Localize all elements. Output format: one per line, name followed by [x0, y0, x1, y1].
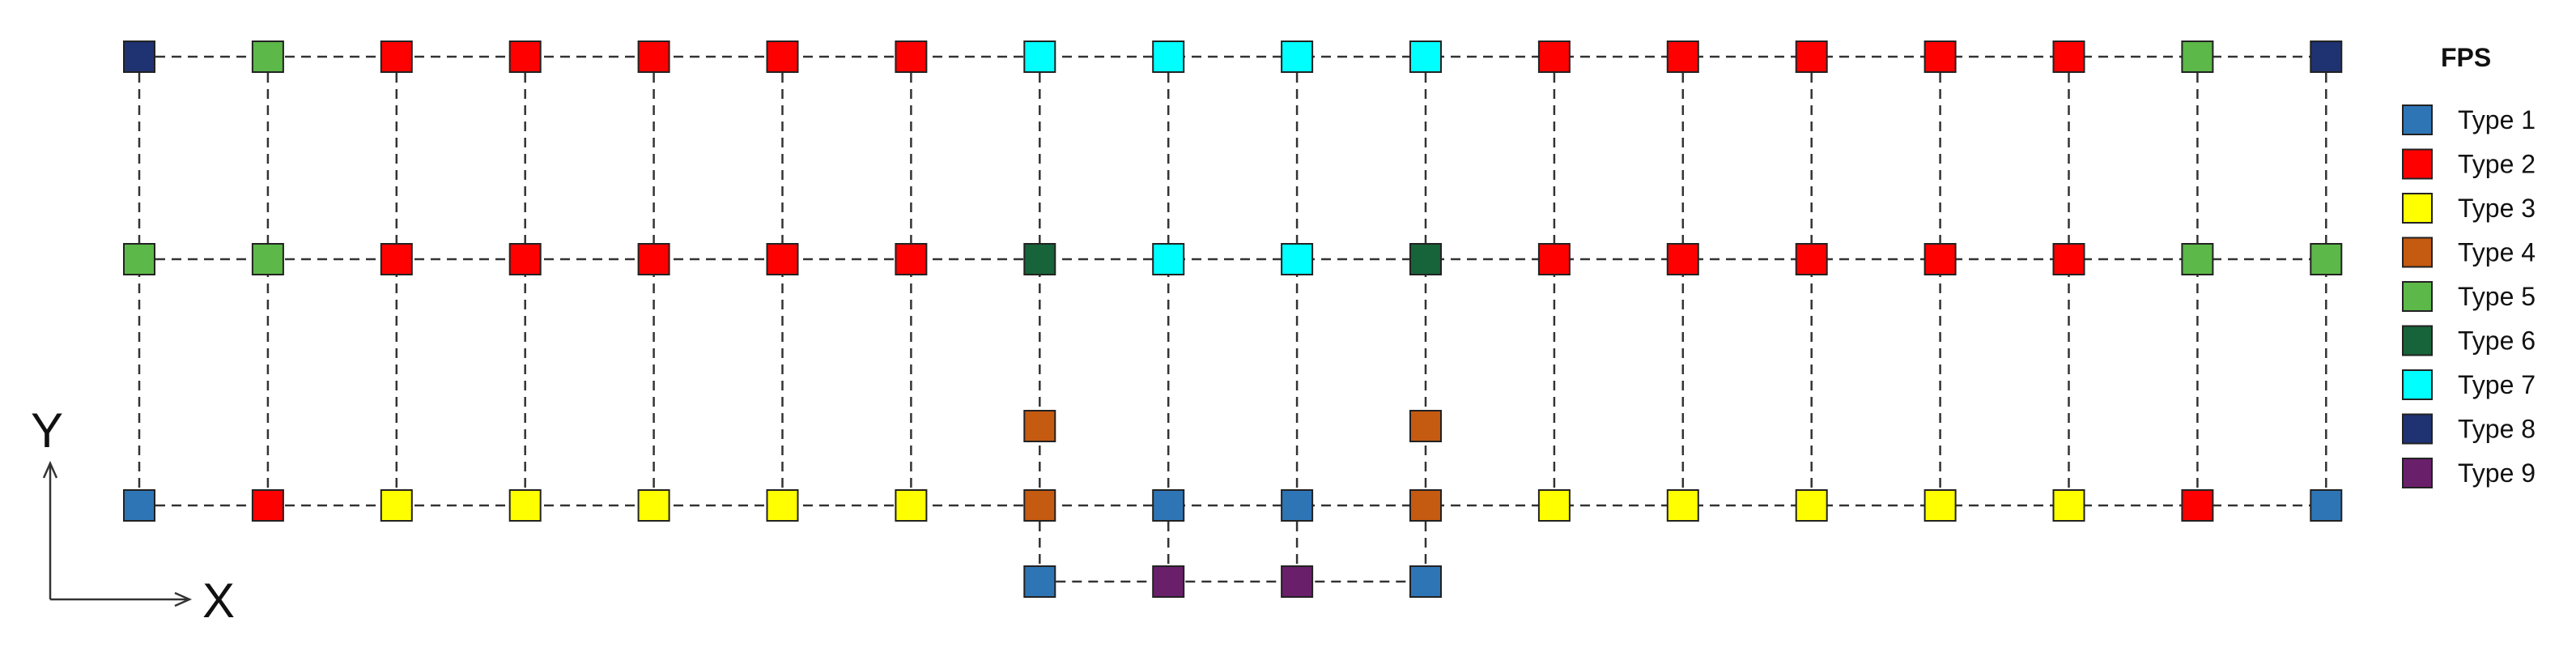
node-type-3 — [380, 489, 413, 522]
node-type-3 — [1666, 489, 1699, 522]
node-type-2 — [508, 243, 542, 275]
node-type-7 — [1281, 243, 1314, 275]
node-type-9 — [1281, 565, 1314, 598]
node-type-5 — [2181, 40, 2214, 73]
node-type-2 — [895, 243, 928, 275]
node-type-2 — [1537, 243, 1571, 275]
legend-swatch-type-7 — [2402, 369, 2433, 400]
node-type-7 — [1152, 243, 1185, 275]
node-type-9 — [1152, 565, 1185, 598]
node-type-2 — [1666, 243, 1699, 275]
legend-label-type-7: Type 7 — [2458, 370, 2536, 399]
legend-label-type-4: Type 4 — [2458, 238, 2536, 267]
node-type-2 — [1923, 40, 1957, 73]
node-type-7 — [1152, 40, 1185, 73]
node-type-5 — [123, 243, 155, 275]
grid-lines — [138, 55, 2327, 583]
legend: FPS Type 1 Type 2 Type 3 Type 4 Type 5 Type 6… — [2402, 43, 2536, 488]
node-type-3 — [1795, 489, 1828, 522]
legend-swatch-type-8 — [2402, 413, 2433, 445]
legend-label-type-9: Type 9 — [2458, 458, 2536, 488]
legend-label-type-3: Type 3 — [2458, 194, 2536, 223]
legend-label-type-6: Type 6 — [2458, 326, 2536, 356]
node-type-7 — [1023, 40, 1056, 73]
node-type-5 — [251, 243, 284, 275]
node-type-6 — [1409, 243, 1442, 275]
node-type-3 — [766, 489, 799, 522]
node-type-2 — [1537, 40, 1571, 73]
x-axis-label: X — [202, 573, 235, 628]
grid-nodes — [123, 40, 2343, 598]
node-type-3 — [637, 489, 670, 522]
legend-swatch-type-3 — [2402, 193, 2433, 224]
node-type-1 — [123, 489, 155, 522]
node-type-2 — [380, 243, 413, 275]
node-type-2 — [637, 243, 670, 275]
node-type-2 — [508, 40, 542, 73]
node-type-1 — [1409, 565, 1442, 598]
legend-swatch-type-1 — [2402, 104, 2433, 135]
legend-label-type-8: Type 8 — [2458, 415, 2536, 444]
node-type-8 — [2310, 40, 2343, 73]
node-type-2 — [251, 489, 284, 522]
node-type-5 — [2310, 243, 2343, 275]
node-type-3 — [895, 489, 928, 522]
node-type-3 — [508, 489, 542, 522]
node-type-5 — [2181, 243, 2214, 275]
node-type-4 — [1023, 410, 1056, 442]
y-axis-label: Y — [31, 403, 63, 458]
legend-label-type-2: Type 2 — [2458, 150, 2536, 179]
node-type-4 — [1409, 489, 1442, 522]
node-type-2 — [1795, 40, 1828, 73]
node-type-1 — [1023, 565, 1056, 598]
legend-label-type-1: Type 1 — [2458, 105, 2536, 134]
x-arrow-head — [174, 591, 193, 608]
node-type-4 — [1023, 489, 1056, 522]
node-type-3 — [1537, 489, 1571, 522]
node-type-2 — [895, 40, 928, 73]
node-type-5 — [251, 40, 284, 73]
node-type-6 — [1023, 243, 1056, 275]
node-type-1 — [1152, 489, 1185, 522]
legend-title: FPS — [2441, 43, 2491, 72]
y-arrow-head — [42, 460, 58, 479]
node-type-2 — [766, 243, 799, 275]
node-type-2 — [2181, 489, 2214, 522]
node-type-1 — [1281, 489, 1314, 522]
node-type-2 — [1795, 243, 1828, 275]
legend-swatch-type-6 — [2402, 325, 2433, 356]
node-type-3 — [2052, 489, 2085, 522]
node-type-2 — [2052, 243, 2085, 275]
legend-swatch-type-2 — [2402, 148, 2433, 180]
axis-indicator: Y X — [31, 403, 235, 628]
node-type-2 — [1923, 243, 1957, 275]
node-type-2 — [766, 40, 799, 73]
node-type-4 — [1409, 410, 1442, 442]
legend-label-type-5: Type 5 — [2458, 282, 2536, 311]
legend-swatch-type-4 — [2402, 237, 2433, 268]
legend-swatch-type-9 — [2402, 458, 2433, 488]
node-type-3 — [1923, 489, 1957, 522]
node-type-8 — [123, 40, 155, 73]
node-type-7 — [1281, 40, 1314, 73]
node-type-1 — [2310, 489, 2343, 522]
legend-swatch-type-5 — [2402, 281, 2433, 312]
node-type-2 — [380, 40, 413, 73]
node-type-2 — [2052, 40, 2085, 73]
node-type-7 — [1409, 40, 1442, 73]
node-type-2 — [1666, 40, 1699, 73]
node-type-2 — [637, 40, 670, 73]
